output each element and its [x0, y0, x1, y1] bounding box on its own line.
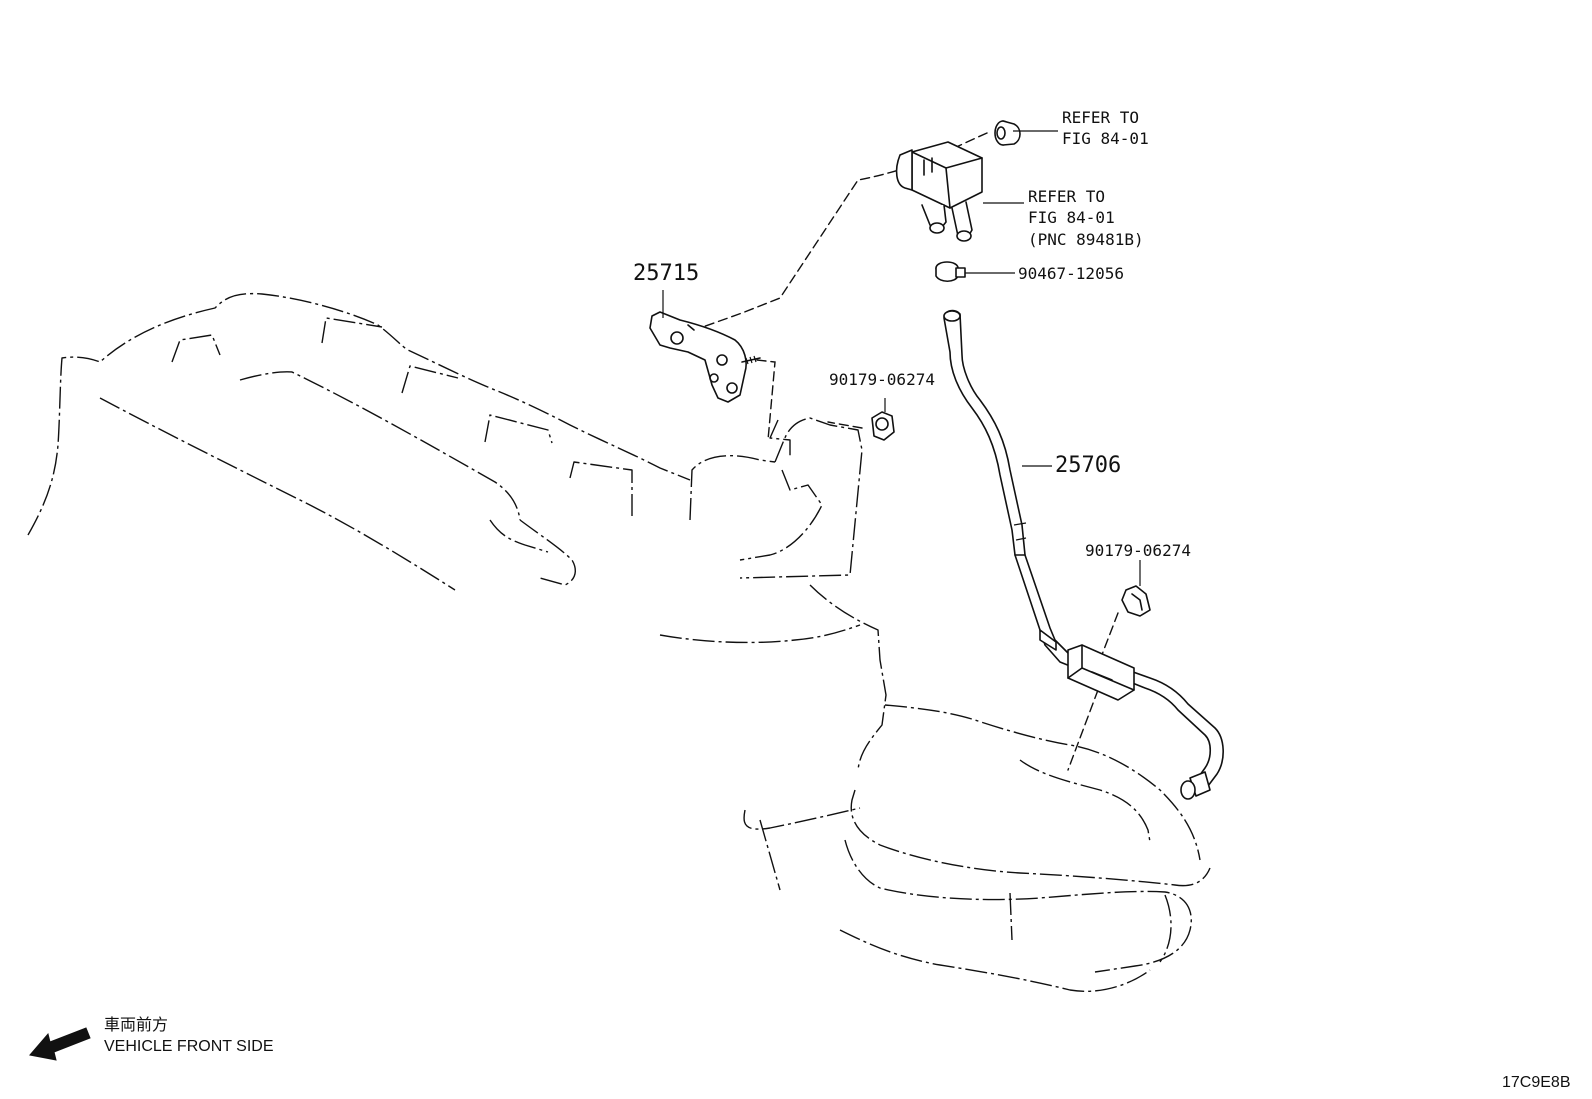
part-number-bracket: 25715 — [633, 261, 699, 286]
labels: REFER TO FIG 84-01 REFER TO FIG 84-01 (P… — [633, 108, 1191, 560]
pressure-sensor-assembly[interactable] — [895, 141, 983, 242]
nut-lower[interactable] — [1121, 585, 1151, 617]
grommet-bushing[interactable] — [994, 120, 1021, 146]
vehicle-front-indicator: 車両前方 VEHICLE FRONT SIDE — [29, 1016, 274, 1061]
part-number-nut-upper: 90179-06274 — [829, 370, 935, 389]
part-number-clamp: 90467-12056 — [1018, 264, 1124, 283]
ref-sensor-line2: FIG 84-01 — [1028, 208, 1115, 227]
nut-upper[interactable] — [871, 411, 895, 441]
assembly-dashed-lines — [699, 132, 1119, 771]
ref-sensor-line3: (PNC 89481B) — [1028, 230, 1144, 249]
ref-bushing-line2: FIG 84-01 — [1062, 129, 1149, 148]
bracket-25715[interactable] — [649, 311, 761, 403]
callout-leaders — [662, 130, 1141, 586]
ref-sensor-line1: REFER TO — [1028, 187, 1105, 206]
engine-phantom-outline — [27, 292, 1211, 992]
pipe-25706[interactable] — [943, 309, 1224, 800]
ref-bushing-line1: REFER TO — [1062, 108, 1139, 127]
arrow-left-down-icon — [29, 1027, 91, 1061]
part-number-pipe: 25706 — [1055, 453, 1121, 478]
figure-code: 17C9E8B — [1502, 1074, 1571, 1091]
hose-clamp[interactable] — [935, 261, 966, 283]
front-label-english: VEHICLE FRONT SIDE — [104, 1038, 274, 1055]
front-label-japanese: 車両前方 — [104, 1016, 168, 1034]
part-number-nut-lower: 90179-06274 — [1085, 541, 1191, 560]
